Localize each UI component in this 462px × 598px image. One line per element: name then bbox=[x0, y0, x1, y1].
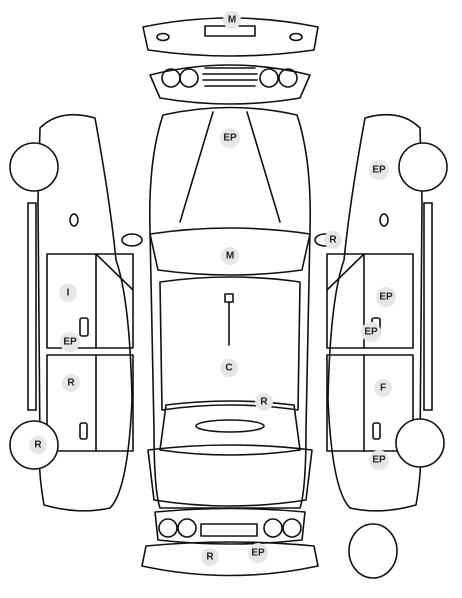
marker-bottom-r[interactable]: R bbox=[201, 548, 219, 566]
svg-text:EP: EP bbox=[63, 337, 77, 348]
front-grille[interactable] bbox=[149, 64, 311, 105]
svg-text:EP: EP bbox=[372, 455, 386, 466]
marker-left-rear-r[interactable]: R bbox=[62, 374, 80, 392]
marker-right-front-ep-inner[interactable]: EP bbox=[361, 322, 381, 342]
marker-bottom-ep[interactable]: EP bbox=[248, 543, 268, 563]
svg-text:EP: EP bbox=[251, 548, 265, 559]
svg-text:M: M bbox=[228, 15, 236, 26]
rear-lights[interactable] bbox=[154, 507, 306, 545]
car-body-top-view[interactable] bbox=[121, 106, 336, 509]
marker-interior-c[interactable]: C bbox=[220, 359, 238, 377]
marker-trunk-r[interactable]: R bbox=[255, 393, 273, 411]
marker-left-front-i[interactable]: I bbox=[59, 284, 77, 302]
marker-right-front-ep-top[interactable]: EP bbox=[369, 160, 389, 180]
right-rear-wheel[interactable] bbox=[395, 418, 445, 468]
svg-text:C: C bbox=[225, 363, 232, 374]
svg-text:M: M bbox=[226, 251, 234, 262]
svg-text:EP: EP bbox=[223, 133, 237, 144]
svg-text:R: R bbox=[260, 397, 268, 408]
marker-hood-ep[interactable]: EP bbox=[220, 128, 240, 148]
svg-text:F: F bbox=[380, 383, 386, 394]
svg-text:R: R bbox=[329, 235, 337, 246]
marker-top-m[interactable]: M bbox=[223, 11, 241, 29]
marker-left-wheel-r[interactable]: R bbox=[29, 436, 47, 454]
svg-text:I: I bbox=[67, 288, 70, 299]
svg-text:EP: EP bbox=[372, 165, 386, 176]
svg-text:R: R bbox=[34, 440, 42, 451]
left-front-wheel[interactable] bbox=[9, 142, 59, 192]
svg-text:R: R bbox=[206, 552, 214, 563]
rear-bumper[interactable] bbox=[141, 541, 319, 577]
svg-text:R: R bbox=[67, 378, 75, 389]
right-front-wheel[interactable] bbox=[398, 142, 448, 192]
left-side-view[interactable] bbox=[27, 113, 134, 512]
spare-wheel[interactable] bbox=[348, 523, 398, 579]
svg-text:EP: EP bbox=[364, 327, 378, 338]
marker-right-front-ep[interactable]: EP bbox=[376, 287, 396, 307]
right-side-view[interactable] bbox=[326, 113, 433, 512]
marker-right-rear-f[interactable]: F bbox=[374, 379, 392, 397]
marker-roof-m[interactable]: M bbox=[221, 247, 239, 265]
marker-left-front-ep[interactable]: EP bbox=[60, 332, 80, 352]
marker-right-rear-ep[interactable]: EP bbox=[369, 450, 389, 470]
marker-mirror-r[interactable]: R bbox=[324, 231, 342, 249]
svg-text:EP: EP bbox=[379, 292, 393, 303]
